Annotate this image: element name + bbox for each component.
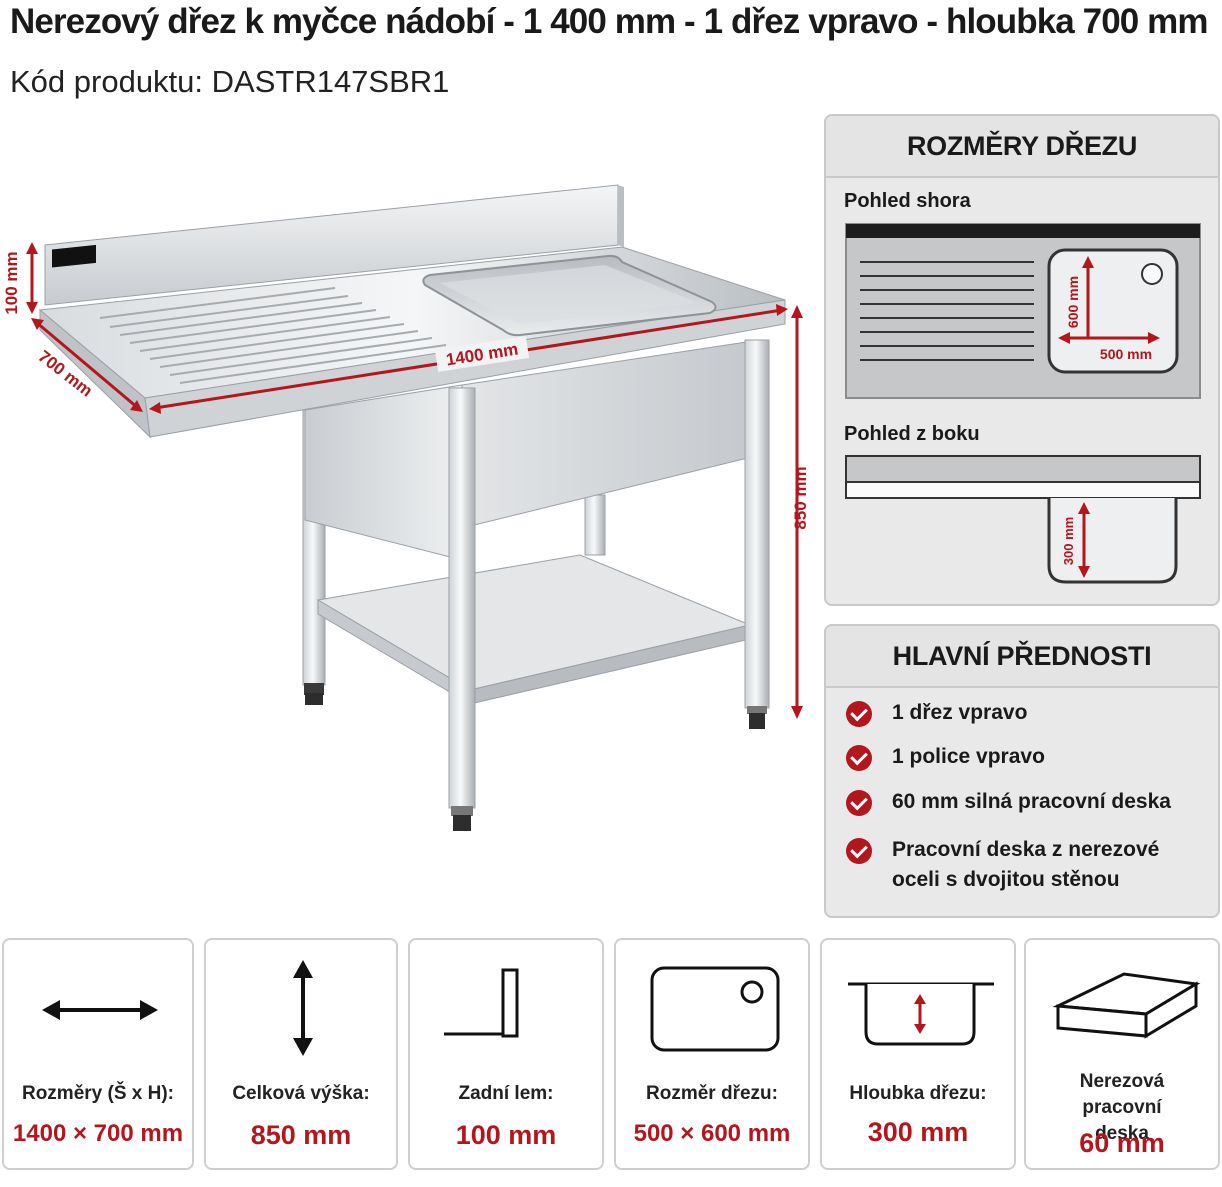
feature-text: 60 mm silná pracovní deska [892, 790, 1171, 813]
spec-value: 300 mm [867, 1117, 969, 1147]
dim-line-100: 100 mm [2, 242, 38, 315]
vertical-arrow-icon [293, 960, 313, 1056]
backsplash-icon [444, 968, 519, 1038]
features-panel: HLAVNÍ PŘEDNOSTI 1 dřez vpravo 1 police … [824, 624, 1220, 918]
svg-text:300 mm: 300 mm [1061, 517, 1076, 565]
spec-value: 1400 × 700 mm [12, 1120, 184, 1147]
page-title: Nerezový dřez k myčce nádobí - 1 400 mm … [10, 2, 1209, 41]
spec-label: Celková výška: [232, 1083, 370, 1104]
spec-value: 100 mm [455, 1120, 557, 1150]
side-view-diagram: 300 mm [845, 455, 1201, 584]
dim-line-850: 850 mm [791, 305, 810, 719]
lower-shelf [316, 554, 752, 691]
drain-icon [1141, 263, 1163, 285]
spec-label: Nerezová pracovní deska [1079, 1071, 1165, 1144]
back-leg-right [584, 494, 606, 556]
top-view-label: Pohled shora [844, 190, 971, 212]
brand-logo [52, 244, 96, 268]
svg-text:850 mm: 850 mm [791, 466, 810, 529]
feature-item: 60 mm silná pracovní deska [846, 790, 1171, 817]
sink-depth-icon [848, 982, 994, 1046]
product-image: 100 mm 700 mm 1400 mm 850 mm [2, 184, 810, 831]
feature-item: Pracovní deska z nerezové oceli s dvojit… [846, 838, 1186, 895]
spec-card-sink-depth: Hloubka dřezu: 300 mm [820, 938, 1016, 1170]
feature-item: 1 dřez vpravo [846, 701, 1027, 728]
dimensions-panel-title: ROZMĚRY DŘEZU [826, 116, 1218, 178]
product-code: Kód produktu: DASTR147SBR1 [10, 64, 450, 99]
spec-card-backsplash: Zadní lem: 100 mm [408, 938, 604, 1170]
drainboard-grooves [99, 287, 447, 384]
check-icon [846, 790, 872, 816]
check-icon [846, 745, 872, 771]
feature-text: Pracovní deska z nerezové oceli s dvojit… [892, 838, 1160, 891]
spec-label: Rozměr dřezu: [646, 1083, 778, 1104]
sink-profile [1047, 498, 1178, 584]
feature-text: 1 police vpravo [892, 745, 1045, 768]
cabinet-side [304, 384, 463, 561]
top-view-diagram: 600 mm 500 mm [845, 223, 1201, 399]
spec-label: Rozměry (Š x H): [21, 1083, 175, 1104]
spec-value: 500 × 600 mm [633, 1120, 791, 1147]
svg-text:100 mm: 100 mm [2, 251, 21, 314]
spec-label: Hloubka dřezu: [849, 1083, 987, 1104]
svg-text:500 mm: 500 mm [1100, 346, 1152, 362]
front-leg-left [448, 387, 476, 809]
feature-text: 1 dřez vpravo [892, 701, 1028, 724]
dimensions-panel: ROZMĚRY DŘEZU Pohled shora 600 mm 500 mm… [824, 114, 1220, 606]
spec-card-height: Celková výška: 850 mm [204, 938, 398, 1170]
spec-label: Zadní lem: [458, 1083, 554, 1104]
feature-item: 1 police vpravo [846, 745, 1045, 772]
dim-line-1400: 1400 mm [149, 304, 788, 414]
sink-top-icon [650, 966, 780, 1052]
spec-value: 60 mm [1079, 1128, 1165, 1158]
worktop-slab-icon [1052, 972, 1201, 1039]
features-panel-title: HLAVNÍ PŘEDNOSTI [826, 626, 1218, 688]
horizontal-arrow-icon [42, 1000, 158, 1020]
spec-card-dimensions: Rozměry (Š x H): 1400 × 700 mm [2, 938, 194, 1170]
spec-card-worktop: Nerezová pracovní deska 60 mm [1024, 938, 1220, 1170]
svg-text:600 mm: 600 mm [1065, 276, 1081, 328]
check-icon [846, 701, 872, 727]
spec-card-sink-size: Rozměr dřezu: 500 × 600 mm [614, 938, 810, 1170]
side-view-label: Pohled z boku [844, 423, 980, 445]
front-leg-right [744, 339, 770, 709]
spec-value: 850 mm [250, 1120, 352, 1150]
check-icon [846, 838, 872, 864]
